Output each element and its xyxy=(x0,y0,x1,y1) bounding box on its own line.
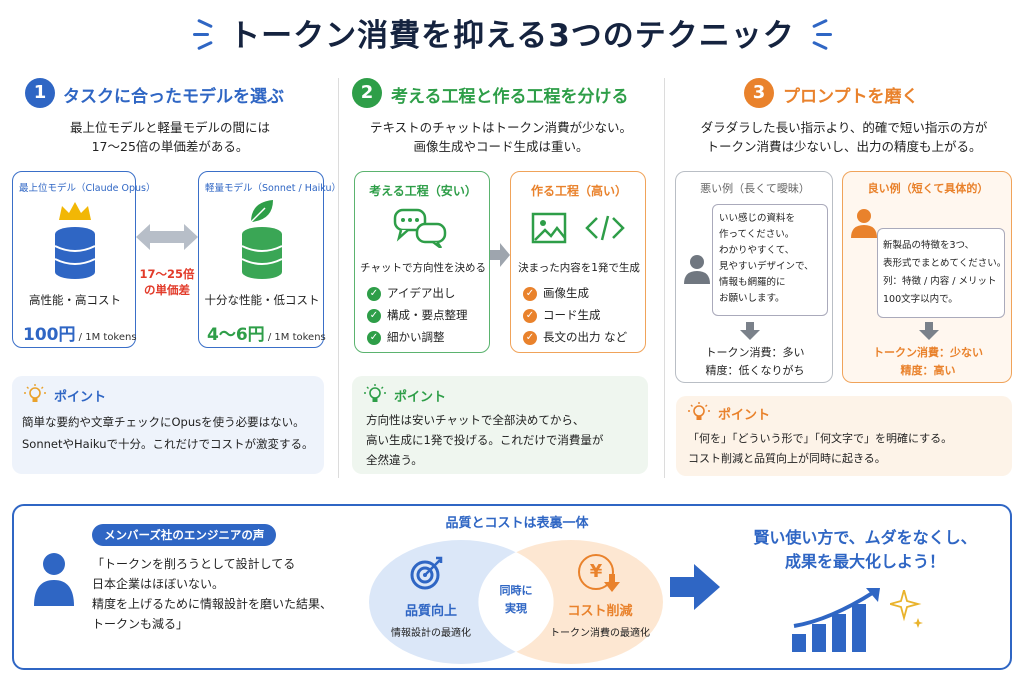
make-process-card: 作る工程（高い） 決まった内容を1発で生成 ✓画像生成 ✓コード生成 ✓長文の出… xyxy=(510,171,646,353)
user-icon xyxy=(684,255,710,284)
lightbulb-icon xyxy=(688,402,710,420)
price-diff-label: 17〜25倍の単価差 xyxy=(139,267,195,297)
crown-icon xyxy=(59,202,91,220)
section2-heading: 考える工程と作る工程を分ける xyxy=(391,87,629,107)
yen-down-icon: ¥ xyxy=(578,554,614,590)
chat-bubbles-icon xyxy=(393,208,447,248)
final-message: 賢い使い方で、ムダをなくし、成果を最大化しよう！ xyxy=(753,528,977,571)
page-title: トークン消費を抑える3つのテクニック xyxy=(229,18,795,54)
sparkle-icon xyxy=(890,590,923,628)
step-number-2: 2 xyxy=(352,78,382,108)
bad-example-card: 悪い例（長くて曖昧） いい感じの資料を 作ってください。 わかりやすくて、 見や… xyxy=(675,171,833,383)
target-icon xyxy=(410,556,443,590)
check-icon: ✓ xyxy=(523,330,537,345)
section2-point: ポイント 方向性は安いチャットで全部決めてから、 高い生成に1発で投げる。これだ… xyxy=(352,376,648,474)
engineer-quote: 「トークンを削ろうとして設計してる日本企業はほぼいない。精度を上げるために情報設… xyxy=(92,557,333,631)
section2-desc: テキストのチャットはトークン消費が少ない。画像生成やコード生成は重い。 xyxy=(369,120,632,154)
image-icon xyxy=(531,212,567,244)
venn-diagram xyxy=(369,540,663,664)
light-model-card: 軽量モデル（Sonnet / Haiku） 十分な性能・低コスト 4〜6円 / … xyxy=(198,171,341,348)
cost-sub: トークン消費の最適化 xyxy=(550,628,650,639)
good-prompt-bubble: 新製品の特徴を3つ、 表形式でまとめてください。 列：特徴 / 内容 / メリッ… xyxy=(877,228,1006,318)
section1-point: ポイント 簡単な要約や文章チェックにOpusを使う必要はない。 SonnetやH… xyxy=(12,376,324,474)
step-number-3: 3 xyxy=(744,78,774,108)
engineer-icon xyxy=(34,553,74,606)
database-icon xyxy=(241,227,283,279)
big-arrow-icon xyxy=(670,564,720,610)
arrow-down-icon xyxy=(919,322,939,344)
bad-prompt-bubble: いい感じの資料を 作ってください。 わかりやすくて、 見やすいデザインで、 情報… xyxy=(712,204,828,316)
step-number-1: 1 xyxy=(25,78,55,108)
code-icon xyxy=(585,215,625,241)
premium-model-card: 最上位モデル（Claude Opus） 高性能・高コスト 100円 / 1M t… xyxy=(12,171,156,348)
check-icon: ✓ xyxy=(367,330,381,345)
lightbulb-icon xyxy=(364,384,386,402)
check-icon: ✓ xyxy=(523,286,537,301)
check-icon: ✓ xyxy=(367,308,381,323)
arrow-down-icon xyxy=(740,322,760,344)
arrow-right-icon xyxy=(490,243,510,271)
growth-chart-icon xyxy=(792,588,880,652)
database-icon xyxy=(54,227,96,279)
think-process-card: 考える工程（安い） チャットで方向性を決める ✓アイデア出し ✓構成・要点整理 … xyxy=(354,171,490,353)
check-icon: ✓ xyxy=(523,308,537,323)
summary-panel xyxy=(12,504,1012,670)
arrow-down-icon xyxy=(604,574,620,592)
venn-center: 同時に実現 xyxy=(499,584,533,615)
price-diff-arrow xyxy=(136,222,198,252)
cost-label: コスト削減 xyxy=(567,604,633,619)
section1-heading: タスクに合ったモデルを選ぶ xyxy=(63,87,284,107)
quality-label: 品質向上 xyxy=(404,604,457,619)
section3-point: ポイント 「何を」「どういう形で」「何文字で」を明確にする。 コスト削減と品質向… xyxy=(676,396,1012,476)
good-example-card: 良い例（短くて具体的） 新製品の特徴を3つ、 表形式でまとめてください。 列：特… xyxy=(842,171,1012,383)
leaf-icon xyxy=(250,200,273,223)
check-icon: ✓ xyxy=(367,286,381,301)
quality-sub: 情報設計の最適化 xyxy=(391,628,471,639)
voice-tag: メンバーズ社のエンジニアの声 xyxy=(92,524,277,546)
section3-heading: プロンプトを磨く xyxy=(783,87,919,107)
venn-title: 品質とコストは表裏一体 xyxy=(445,516,589,531)
user-icon xyxy=(851,209,877,238)
section3-desc: ダラダラした長い指示より、的確で短い指示の方がトークン消費は少ないし、出力の精度… xyxy=(700,120,988,154)
lightbulb-icon xyxy=(24,384,46,402)
